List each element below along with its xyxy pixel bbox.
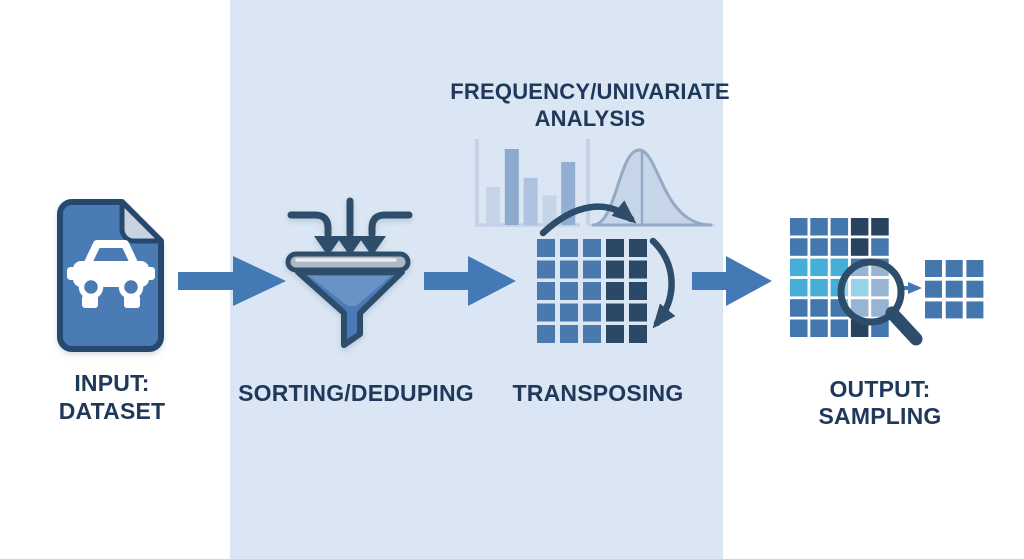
grid-cell: [871, 278, 889, 297]
input-label-line1: INPUT:: [74, 370, 150, 396]
grid-cell: [583, 260, 601, 279]
funnel-rim: [285, 251, 411, 273]
bar-series: [486, 149, 576, 225]
transposing-label: TRANSPOSING: [508, 379, 688, 407]
grid-cell: [810, 238, 828, 256]
histogram-bell-curve-icon: [475, 139, 715, 237]
funnel-inflow-arrows: [287, 197, 413, 238]
output-label-line2: SAMPLING: [818, 403, 942, 429]
output-label-line1: OUTPUT:: [829, 376, 931, 402]
grid-cell: [830, 238, 849, 256]
grid-cell: [945, 301, 963, 319]
grid-cell: [830, 319, 849, 337]
grid-cell: [830, 218, 849, 236]
matrix-grid: [537, 239, 647, 343]
grid-cell: [790, 319, 808, 337]
grid-cell: [925, 301, 942, 319]
grid-cell: [810, 218, 828, 236]
document-fold-corner: [119, 199, 164, 244]
grid-cell: [606, 282, 624, 300]
grid-cell: [945, 280, 963, 298]
output-grid: [790, 218, 889, 337]
grid-cell: [790, 278, 808, 297]
matrix-rotate-arrow: [649, 237, 676, 329]
grid-cell: [966, 280, 984, 298]
grid-cell: [790, 238, 808, 256]
input-label: INPUT: DATASET: [27, 369, 197, 425]
grid-cell: [583, 325, 601, 343]
flow-arrow-2: [424, 256, 516, 306]
grid-cell: [583, 282, 601, 300]
grid-cell: [560, 260, 578, 279]
sorting-label-line1: SORTING/DEDUPING: [238, 380, 474, 406]
grid-cell: [871, 299, 889, 317]
flow-arrow-3: [692, 256, 772, 306]
grid-cell: [945, 260, 963, 277]
grid-cell: [871, 238, 889, 256]
matrix-transpose-icon: [537, 237, 676, 343]
bar: [504, 149, 519, 225]
grid-cell: [790, 218, 808, 236]
grid-cell: [850, 238, 869, 256]
grid-cell: [810, 299, 828, 317]
grid-cell: [583, 303, 601, 322]
grid-cell: [790, 258, 808, 277]
grid-cell: [629, 303, 647, 322]
bar: [486, 187, 500, 225]
grid-magnifier-icon: [790, 218, 984, 346]
grid-cell: [606, 239, 624, 257]
funnel-inflow-arrowheads: [314, 236, 386, 256]
grid-cell: [560, 282, 578, 300]
grid-cell: [850, 299, 869, 317]
grid-cell: [629, 282, 647, 300]
grid-cell: [537, 260, 555, 279]
grid-cell: [966, 301, 984, 319]
bar: [542, 195, 557, 225]
funnel-icon: [285, 197, 413, 348]
grid-cell: [871, 218, 889, 236]
grid-cell: [560, 303, 578, 322]
magnifier-glass-icon: [837, 258, 923, 346]
sorting-label: SORTING/DEDUPING: [226, 379, 486, 407]
grid-cell: [850, 278, 869, 297]
bar: [523, 177, 538, 225]
grid-cell: [606, 325, 624, 343]
grid-cell: [537, 239, 555, 257]
sample-grid: [925, 260, 984, 319]
grid-cell: [629, 239, 647, 257]
transposing-label-line1: TRANSPOSING: [512, 380, 684, 406]
bar: [561, 161, 576, 225]
grid-cell: [606, 303, 624, 322]
analysis-title: FREQUENCY/UNIVARIATE ANALYSIS: [430, 78, 750, 132]
car-glyph: [67, 240, 155, 308]
flow-arrow-1: [178, 256, 286, 306]
grid-cell: [790, 299, 808, 317]
grid-cell: [966, 260, 984, 277]
grid-cell: [850, 218, 869, 236]
grid-cell: [560, 239, 578, 257]
document-car-icon: [57, 199, 164, 352]
grid-cell: [606, 260, 624, 279]
grid-cell: [537, 282, 555, 300]
grid-cell: [925, 260, 942, 277]
analysis-title-line1: FREQUENCY/UNIVARIATE: [450, 79, 730, 104]
analysis-to-matrix-arrow: [539, 200, 637, 237]
input-label-line2: DATASET: [58, 398, 166, 424]
grid-cell: [810, 319, 828, 337]
grid-cell: [560, 325, 578, 343]
funnel-highlight: [309, 276, 391, 306]
grid-cell: [810, 258, 828, 277]
grid-cell: [830, 258, 849, 277]
grid-cell: [583, 239, 601, 257]
output-label: OUTPUT: SAMPLING: [795, 376, 965, 430]
grid-cell: [537, 325, 555, 343]
grid-cell: [537, 303, 555, 322]
grid-cell: [925, 280, 942, 298]
grid-cell: [629, 325, 647, 343]
grid-cell: [810, 278, 828, 297]
analysis-title-line2: ANALYSIS: [534, 106, 646, 131]
grid-cell: [629, 260, 647, 279]
